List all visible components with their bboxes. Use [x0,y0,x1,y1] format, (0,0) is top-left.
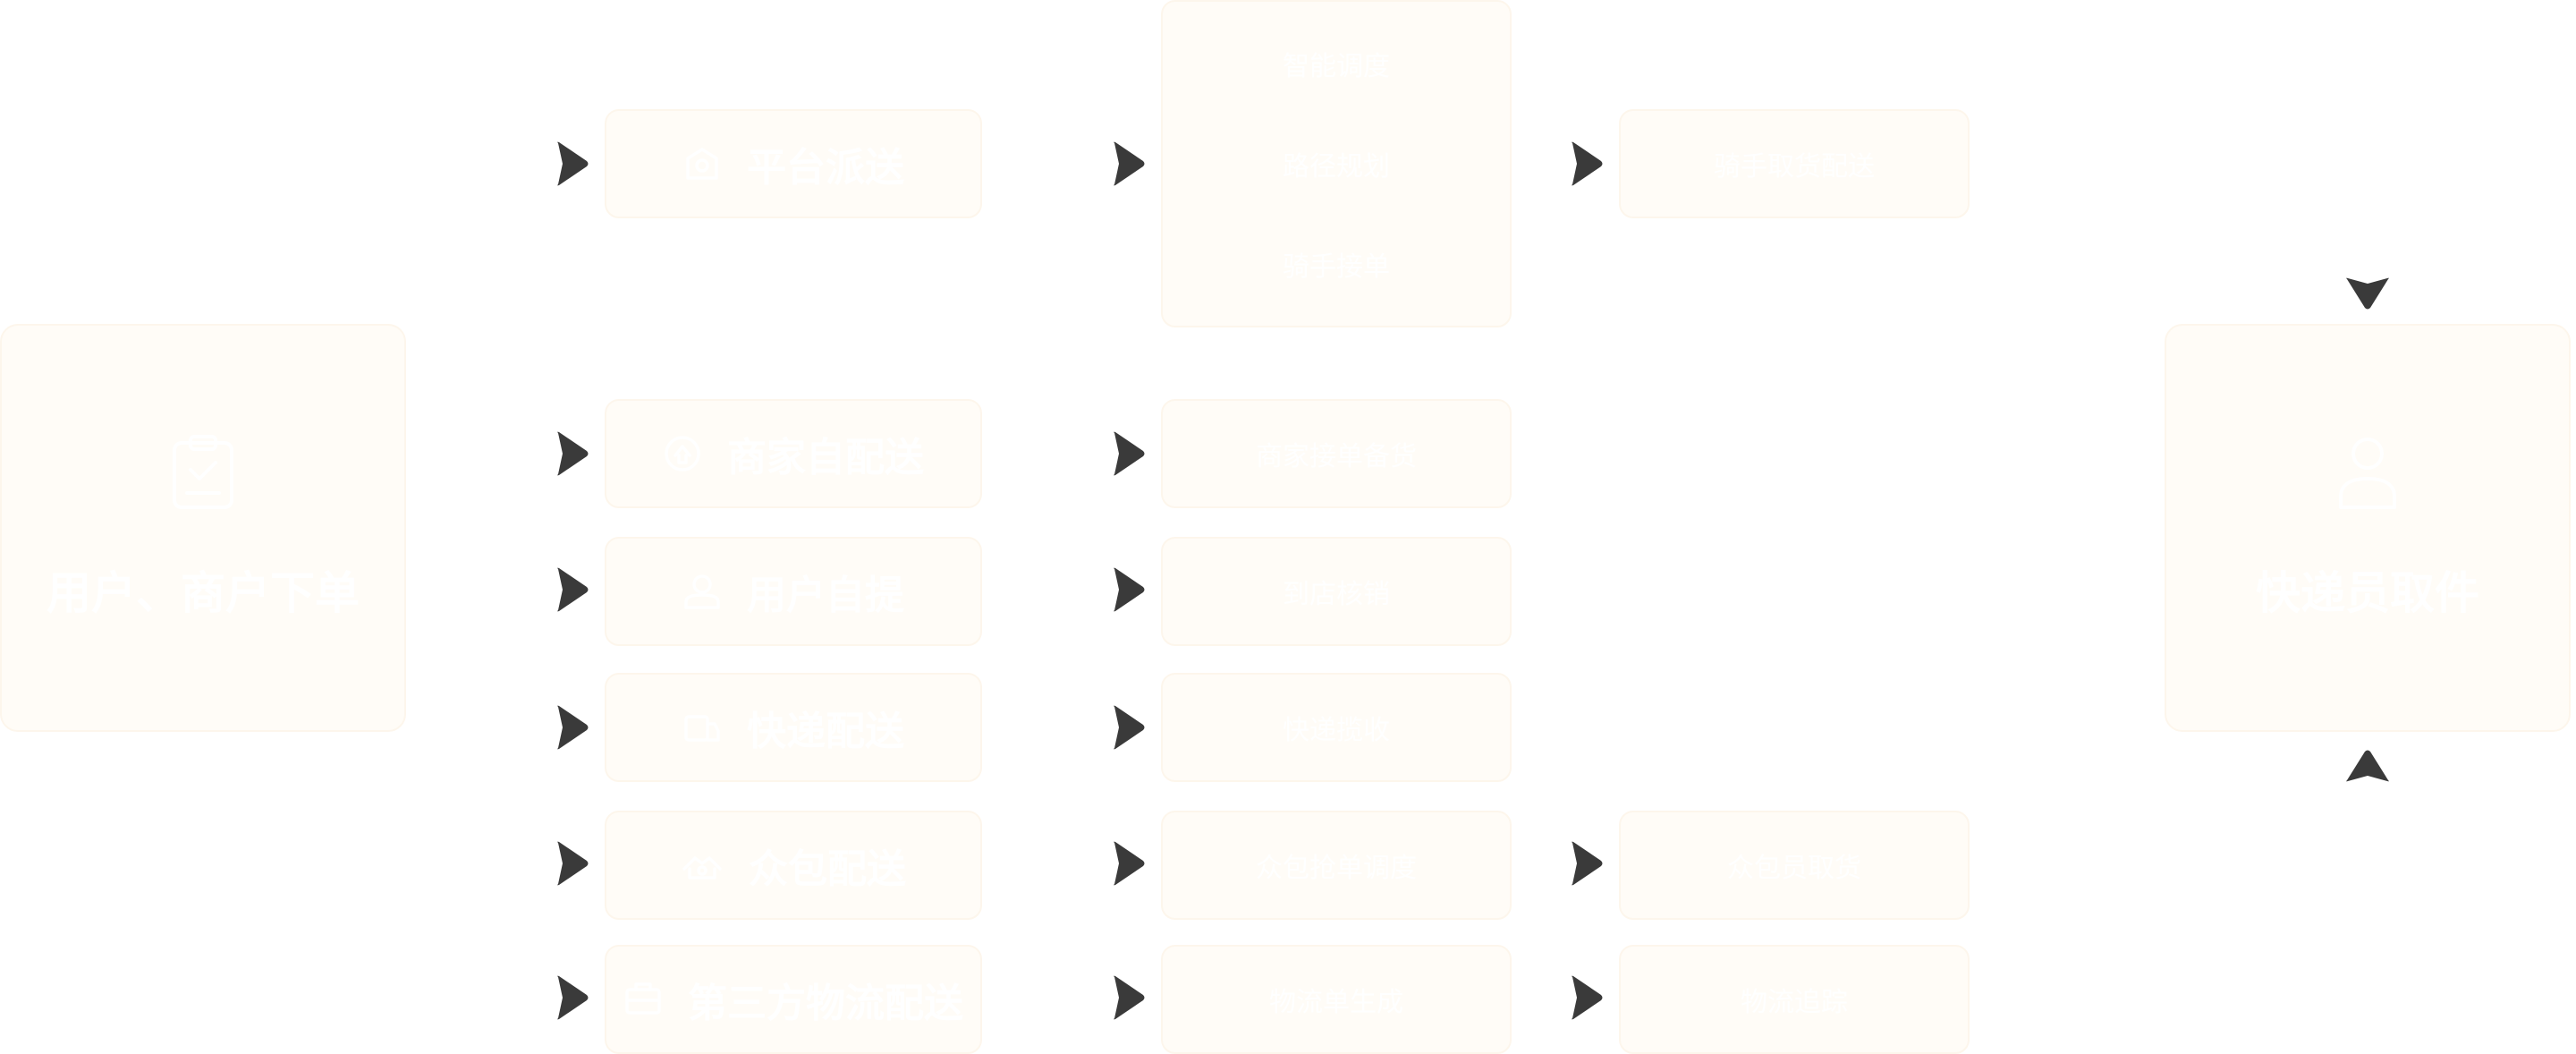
arrow-right-icon [1572,141,1603,186]
arrow-right-icon [1114,705,1145,750]
arrow-right-icon [557,841,589,886]
channel-label: 用户自提 [747,573,904,618]
arrow-right-icon [1114,841,1145,886]
channel-label: 平台派送 [747,145,904,191]
arrow-up-icon [2346,750,2389,782]
arrow-right-icon [1114,567,1145,612]
truck-icon [623,981,663,1018]
stage2-line: 骑手接单 [1283,251,1390,283]
channel-label: 商家自配送 [727,435,924,480]
stage2-line: 智能调度 [1283,51,1390,82]
arrow-right-icon [557,431,589,476]
stage2-line: 到店核销 [1283,579,1390,610]
parcel-icon [682,710,722,745]
channel-label: 众包配送 [749,846,906,892]
user-icon [682,572,722,611]
source-node: 用户、商户下单 [0,324,406,732]
stage3-label: 物流追踪 [1741,987,1848,1018]
arrow-right-icon [557,141,589,186]
stage2-line: 路径规划 [1283,151,1390,183]
channel-crowd: 众包配送 [605,811,982,920]
arrow-right-icon [1114,141,1145,186]
channel-pickup: 用户自提 [605,537,982,646]
stage2-crowd-dispatch: 众包抢单调度 [1161,811,1512,920]
stage2-line: 快递揽收 [1283,715,1390,746]
stage3-crowd-pickup: 众包员取货 [1619,811,1970,920]
channel-merchant: 商家自配送 [605,399,982,508]
courier-icon [2335,434,2400,522]
arrow-right-icon [1114,975,1145,1020]
stage2-verify: 到店核销 [1161,537,1512,646]
arrow-right-icon [1114,431,1145,476]
arrow-right-icon [557,975,589,1020]
stage3-rider-delivery: 骑手取货配送 [1619,109,1970,218]
stage2-line: 物流单生成 [1269,987,1403,1018]
stage2-waybill: 物流单生成 [1161,945,1512,1054]
channel-platform: 平台派送 [605,109,982,218]
arrow-right-icon [1572,841,1603,886]
channel-express: 快递配送 [605,673,982,782]
stage3-tracking: 物流追踪 [1619,945,1970,1054]
channel-label: 第三方物流配送 [688,981,963,1026]
channel-label: 快递配送 [747,709,904,754]
stage2-line: 众包抢单调度 [1256,853,1417,884]
store-icon [663,434,702,473]
channel-logistics: 第三方物流配送 [605,945,982,1054]
stage3-label: 众包员取货 [1727,853,1861,884]
arrow-right-icon [557,705,589,750]
stage3-label: 骑手取货配送 [1714,151,1875,183]
stage2-dispatch: 智能调度 路径规划 骑手接单 [1161,0,1512,327]
target-node: 快递员取件 [2165,324,2571,732]
target-label: 快递员取件 [2256,567,2479,619]
arrow-right-icon [557,567,589,612]
stage2-merchant-accept: 商家接单备货 [1161,399,1512,508]
stage2-collect: 快递揽收 [1161,673,1512,782]
arrow-right-icon [1572,975,1603,1020]
crowd-icon [681,847,724,883]
clipboard-icon [171,434,235,522]
arrow-down-icon [2346,277,2389,310]
platform-icon [682,146,722,182]
stage2-line: 商家接单备货 [1256,441,1417,472]
source-label: 用户、商户下单 [47,567,360,619]
